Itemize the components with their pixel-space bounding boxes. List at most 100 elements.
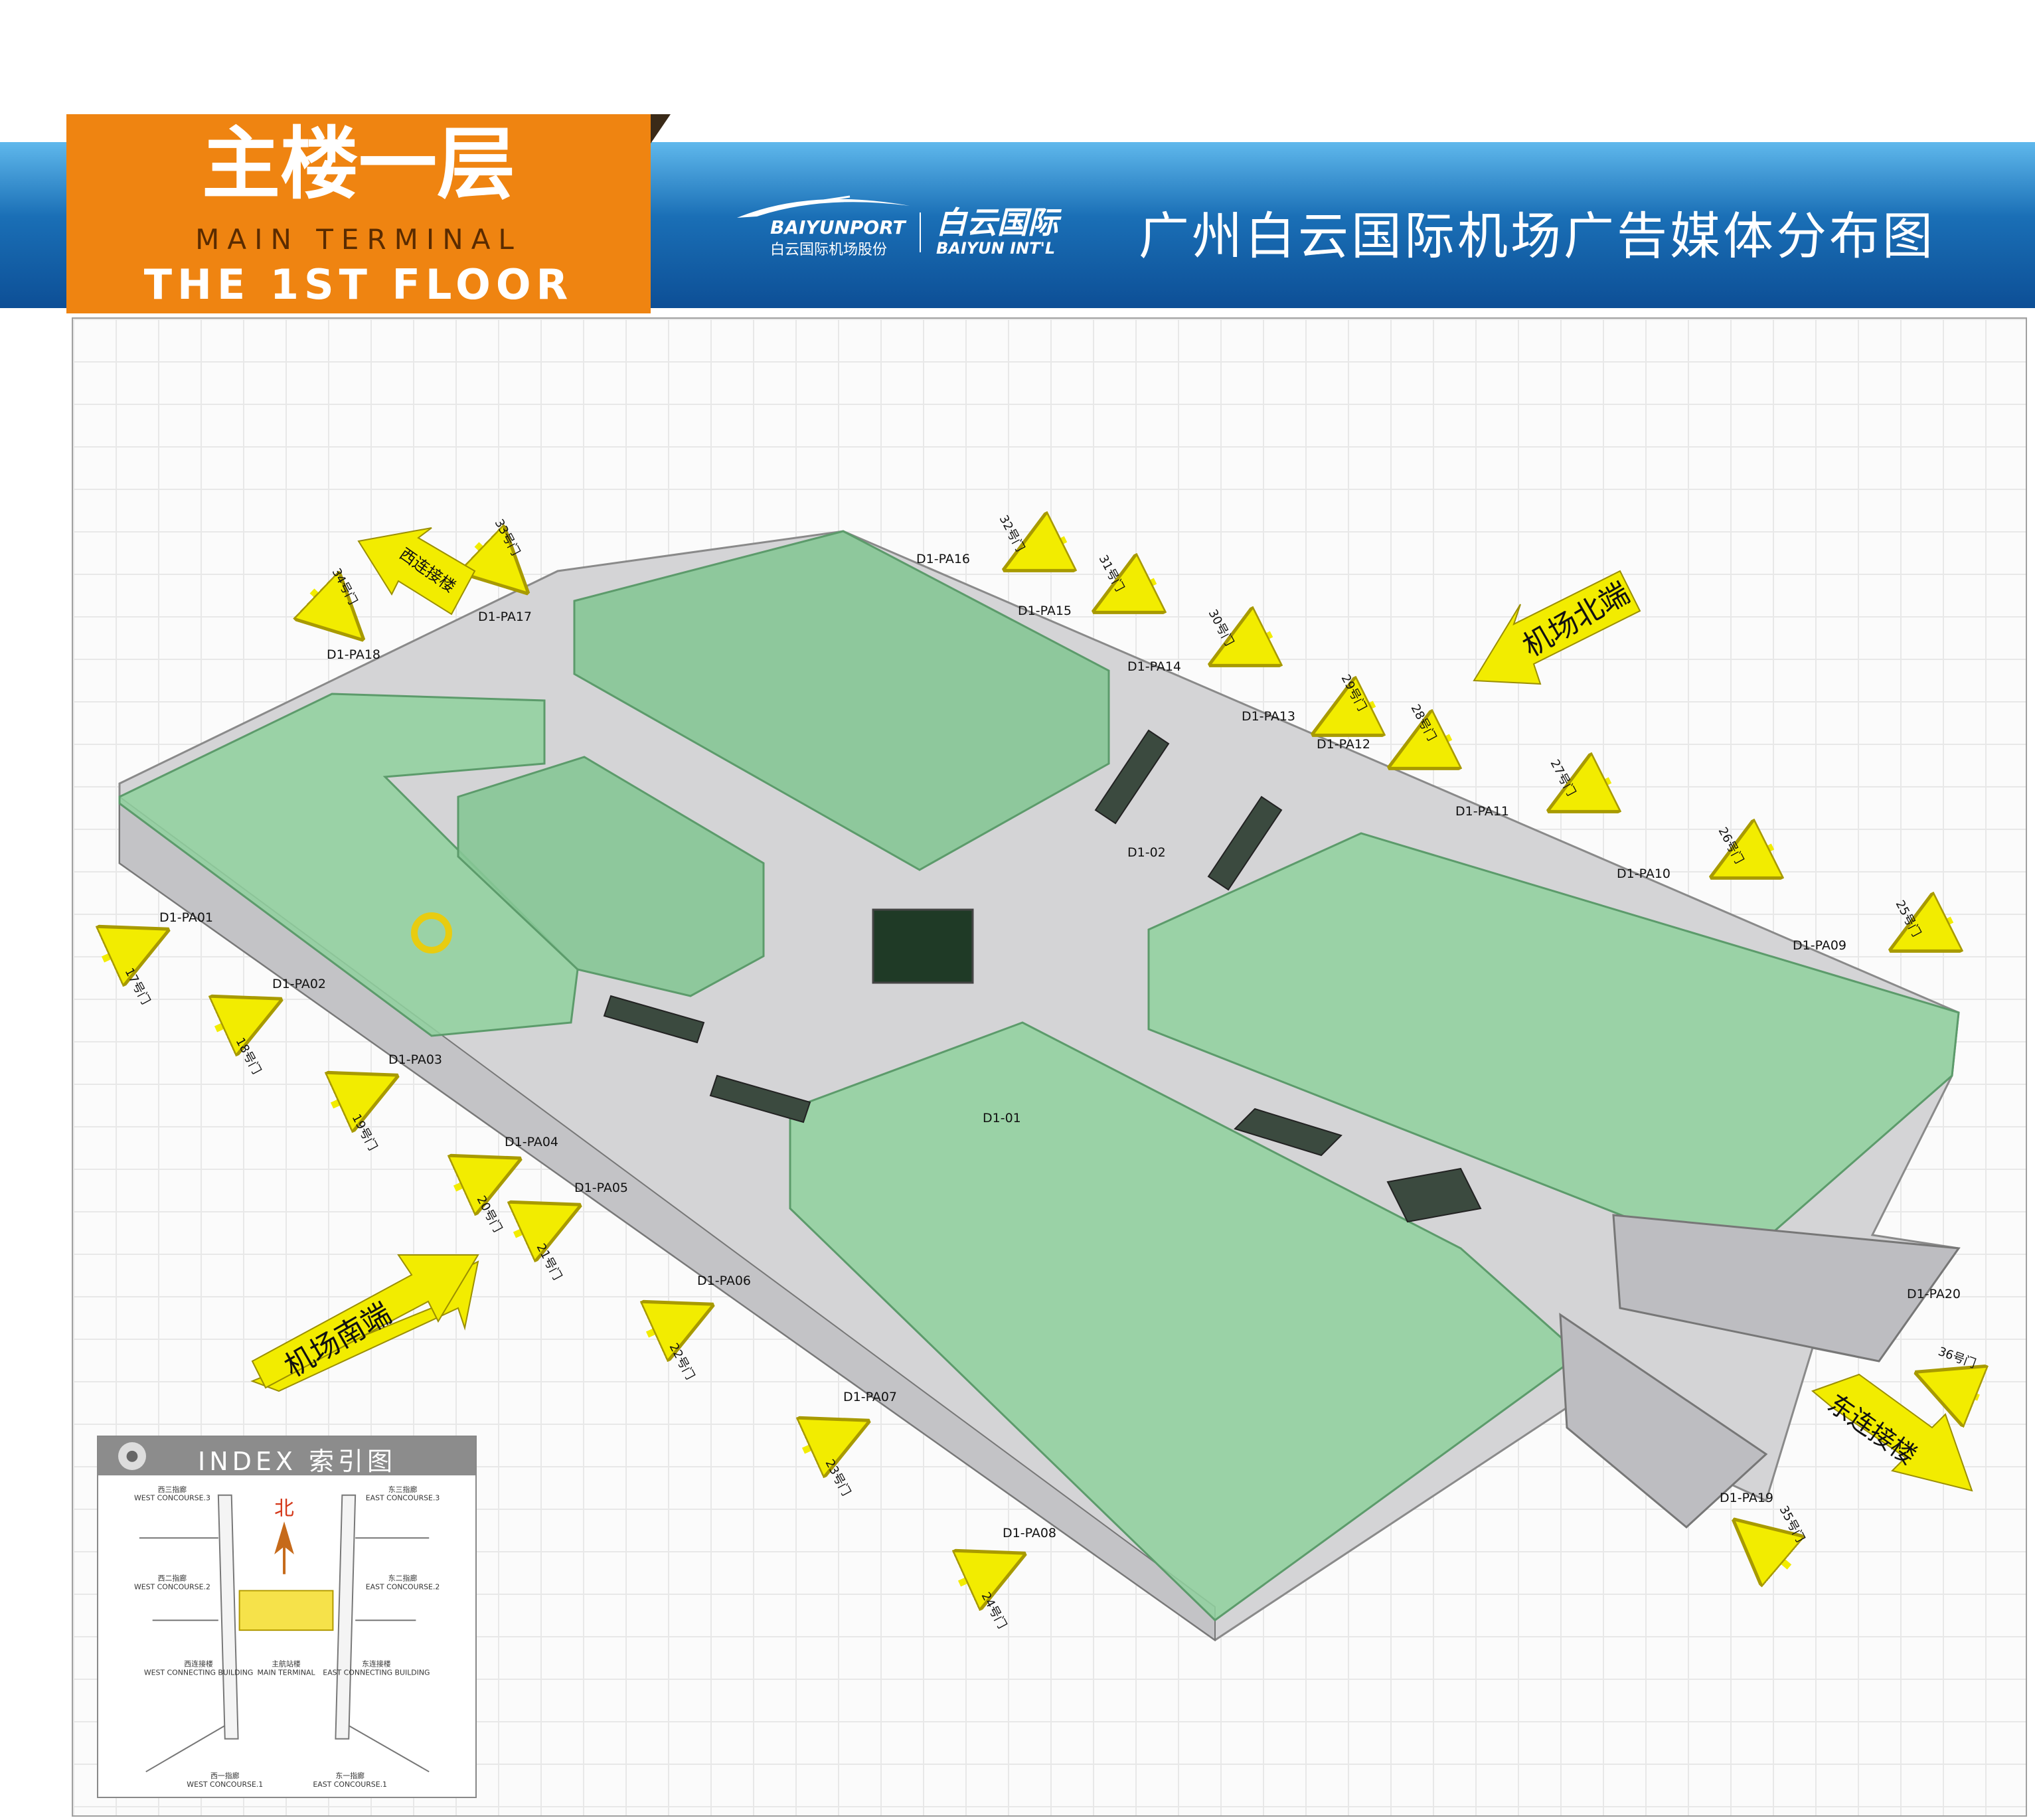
zone-center-block: [457, 756, 765, 997]
label-pa07: D1-PA07: [843, 1390, 897, 1404]
label-pa17: D1-PA17: [478, 610, 532, 624]
gate-23: 23号门: [823, 1457, 853, 1498]
label-pa01: D1-PA01: [159, 910, 213, 925]
gate-17: 17号门: [122, 965, 153, 1007]
gate-20: 20号门: [474, 1193, 505, 1234]
gate-arrow-24: [959, 1567, 996, 1584]
index-map: 北 西三指廊 WEST CONCOURSE.3 东三指廊 EAST CONCOU…: [134, 1485, 440, 1789]
label-d1-02: D1-02: [1127, 845, 1166, 860]
idx-ec-en: EAST CONNECTING BUILDING: [323, 1669, 430, 1677]
idx-main-cn: 主航站楼: [272, 1659, 301, 1669]
idx-e1-cn: 东一指廊: [335, 1771, 365, 1780]
label-pa08: D1-PA08: [1003, 1526, 1056, 1540]
zone-east: [1147, 832, 1960, 1263]
gate-27: 27号门: [1548, 757, 1578, 798]
label-pa02: D1-PA02: [272, 977, 326, 991]
gate-29: 29号门: [1339, 672, 1369, 713]
label-pa14: D1-PA14: [1127, 659, 1181, 674]
label-pa13: D1-PA13: [1242, 709, 1295, 724]
idx-main-en: MAIN TERMINAL: [257, 1669, 315, 1677]
idx-ec-cn: 东连接楼: [362, 1659, 391, 1669]
logo1-name: BAIYUNPORT: [770, 216, 906, 238]
label-pa10: D1-PA10: [1617, 867, 1670, 881]
east-wing-lower: [1559, 1313, 1768, 1529]
media-labels: D1-PA01 D1-PA02 D1-PA03 D1-PA04 D1-PA05 …: [159, 552, 1961, 1540]
q-marker-icon: [411, 912, 452, 953]
baiyun-intl-logo: 白云国际 BAIYUN INT'L: [936, 206, 1058, 258]
label-pa04: D1-PA04: [505, 1135, 558, 1149]
gate-25: 25号门: [1893, 898, 1923, 939]
label-pa15: D1-PA15: [1018, 604, 1072, 618]
gate-arrow-23: [803, 1434, 840, 1451]
central-screen: [872, 908, 974, 984]
label-pa18: D1-PA18: [327, 647, 380, 662]
label-pa20: D1-PA20: [1907, 1287, 1961, 1301]
arrow-south: 机场南端: [250, 1254, 479, 1392]
gate-22: 22号门: [667, 1341, 697, 1382]
gate-arrow-27: [1577, 780, 1610, 797]
idx-e2-en: EAST CONCOURSE.2: [366, 1583, 440, 1592]
index-logo-icon: ●: [118, 1442, 146, 1470]
gate-arrow-31: [1122, 581, 1155, 598]
label-pa09: D1-PA09: [1793, 938, 1846, 953]
gate-19: 19号门: [349, 1112, 380, 1153]
zone-north-block: [573, 530, 1110, 871]
gate-arrow-26: [1740, 847, 1773, 863]
label-pa06: D1-PA06: [697, 1274, 751, 1288]
gate-arrow-30: [1238, 634, 1271, 651]
index-right-pier: [335, 1494, 357, 1740]
gate-arrow-20: [455, 1172, 491, 1189]
gate-34: 34号门: [329, 566, 360, 607]
gate-30: 30号门: [1206, 607, 1236, 648]
gate-arrow-17: [103, 943, 139, 959]
gate-arrow-33: [477, 544, 505, 571]
idx-e3-en: EAST CONCOURSE.3: [366, 1494, 440, 1503]
gate-21: 21号门: [534, 1241, 564, 1282]
label-pa03: D1-PA03: [388, 1052, 442, 1067]
north-arrow-icon: [274, 1521, 294, 1555]
gate-26: 26号门: [1716, 825, 1746, 866]
logo2-sub: BAIYUN INT'L: [936, 239, 1056, 258]
idx-wc-cn: 西连接楼: [184, 1659, 213, 1669]
logo1-sub: 白云国际机场股份: [770, 242, 888, 258]
label-pa16: D1-PA16: [916, 552, 970, 566]
badge-notch: [651, 114, 671, 143]
idx-w3-cn: 西三指廊: [158, 1485, 187, 1494]
escalators: [603, 729, 1482, 1223]
idx-e3-cn: 东三指廊: [388, 1485, 418, 1494]
logo-divider: [920, 212, 921, 252]
gate-arrow-28: [1418, 737, 1451, 754]
arrow-north: 机场北端: [1473, 570, 1641, 685]
idx-w2-en: WEST CONCOURSE.2: [134, 1583, 210, 1592]
gate-35: 35号门: [1777, 1503, 1807, 1544]
page-title: 广州白云国际机场广告媒体分布图: [1139, 207, 1935, 266]
gate-28: 28号门: [1408, 702, 1439, 743]
index-panel: ● INDEX 索引图 北 西三指廊 WEST CONCOURSE.3 东三指廊…: [97, 1436, 477, 1798]
index-left-pier: [217, 1494, 239, 1740]
idx-e2-cn: 东二指廊: [388, 1574, 418, 1583]
arrow-west-link: 西连接楼: [357, 527, 476, 616]
floor-title-en-line1: MAIN TERMINAL: [195, 223, 522, 256]
gate-arrow-36: [1945, 1384, 1979, 1398]
east-wing-upper: [1612, 1214, 1961, 1363]
plane-swoosh-icon: [737, 195, 910, 218]
gate-36: 36号门: [1936, 1345, 1978, 1371]
gate-arrow-21: [515, 1218, 551, 1235]
index-header: ● INDEX 索引图: [98, 1437, 475, 1476]
label-pa12: D1-PA12: [1317, 737, 1370, 752]
arrow-east-link: 东连接楼: [1811, 1373, 1973, 1492]
gate-31: 31号门: [1096, 552, 1127, 594]
idx-w2-cn: 西二指廊: [158, 1574, 187, 1583]
index-main-terminal: [238, 1590, 334, 1631]
label-d1-01: D1-01: [983, 1111, 1021, 1125]
gate-24: 24号门: [979, 1590, 1009, 1631]
gate-arrow-18: [216, 1013, 252, 1029]
gate-33: 33号门: [492, 517, 523, 558]
idx-w3-en: WEST CONCOURSE.3: [134, 1494, 210, 1503]
baiyunport-logo: BAIYUNPORT 白云国际机场股份: [730, 191, 916, 264]
gate-32: 32号门: [997, 513, 1027, 554]
logo2-name: 白云国际: [936, 205, 1058, 240]
gate-arrow-34: [312, 591, 340, 618]
floor-badge: [66, 114, 651, 313]
